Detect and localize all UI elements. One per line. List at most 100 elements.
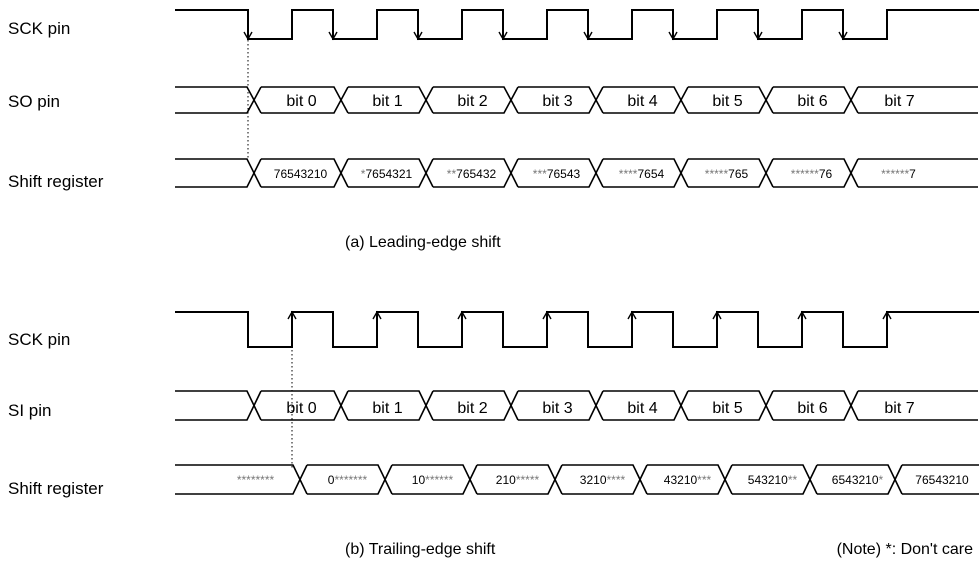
panel-a-so-bit-1: bit 1 (372, 93, 402, 110)
panel-b-si-bit-3: bit 3 (542, 400, 572, 417)
panel-b-si-bus-segment-4-top (603, 390, 689, 421)
panel-a-so-bus-segment-1-top (348, 86, 434, 114)
panel-a-so-bus-segment-1-bottom (348, 86, 434, 114)
panel-b-shift-register-bus-segment-0-bottom (307, 464, 393, 495)
panel-a-so-bus-lead-bottom (175, 86, 262, 114)
panel-a-shift-register-bus-segment-5-bottom (688, 158, 774, 188)
panel-a-falling-edge-arrow-2-head (413, 31, 423, 41)
panel-b-rising-edge-arrow-2-head (457, 310, 467, 320)
panel-b-si-bit-6: bit 6 (797, 400, 827, 417)
panel-a-so-bus-segment-4-bottom (603, 86, 689, 114)
panel-a-register-value-0: 76543210 (274, 167, 328, 181)
panel-a-shift-register-bus-segment-0-top (261, 158, 349, 188)
panel-a-falling-edge-arrow-3-head (498, 31, 508, 41)
panel-a-caption: (a) Leading-edge shift (345, 234, 501, 251)
panel-b-shift-register-bus-segment-5-top (732, 464, 818, 495)
panel-a-falling-edge-arrow-6-head (753, 31, 763, 41)
panel-a-register-value-1: *7654321 (361, 167, 413, 181)
panel-a-register-value-4: ****7654 (619, 167, 665, 181)
panel-a-so-bit-5: bit 5 (712, 93, 742, 110)
panel-b-sck-label: SCK pin (8, 330, 70, 349)
panel-a-falling-edge-arrow-4-head (583, 31, 593, 41)
panel-a-shift-register-bus-lead-top (175, 158, 262, 188)
panel-b-shift-register-bus-segment-3-top (562, 464, 648, 495)
panel-a-so-bus-segment-2-top (433, 86, 519, 114)
panel-a-so-bus-segment-3-top (518, 86, 604, 114)
panel-b-si-bus-segment-0-top (261, 390, 349, 421)
panel-a-shift-register-bus-lead-bottom (175, 158, 262, 188)
panel-b-si-bus-segment-3-top (518, 390, 604, 421)
panel-b-shift-register-bus-segment-2-bottom (477, 464, 563, 495)
panel-b-rising-edge-arrow-3-head (542, 310, 552, 320)
panel-a-so-bit-4: bit 4 (627, 93, 657, 110)
panel-a-shift-register-bus-segment-1-top (348, 158, 434, 188)
panel-b-shift-register-bus-segment-6-top (817, 464, 903, 495)
panel-b-register-value-2: 10****** (412, 473, 454, 487)
panel-a-so-bus-segment-2-bottom (433, 86, 519, 114)
panel-a-shift-register-bus-segment-4-bottom (603, 158, 689, 188)
panel-a-shift-register-bus-segment-6-bottom (773, 158, 859, 188)
panel-b-si-bus-segment-6-top (773, 390, 859, 421)
panel-b-si-bit-7: bit 7 (884, 400, 914, 417)
panel-a-shift-register-bus-segment-3-bottom (518, 158, 604, 188)
panel-a-shift-register-bus-segment-2-top (433, 158, 519, 188)
panel-a-falling-edge-arrow-5-head (668, 31, 678, 41)
panel-b-shift-register-bus-lead-top (175, 464, 308, 495)
panel-b-si-bus-lead-bottom (175, 390, 262, 421)
panel-a-register-value-5: *****765 (705, 167, 749, 181)
panel-a-so-bus-segment-3-bottom (518, 86, 604, 114)
panel-a-shift-register-bus-segment-6-top (773, 158, 859, 188)
panel-b-rising-edge-arrow-4-head (627, 310, 637, 320)
panel-b-register-value-1: 0******* (328, 473, 368, 487)
panel-a-so-bus-segment-0-bottom (261, 86, 349, 114)
panel-a-shift-register-bus-segment-2-bottom (433, 158, 519, 188)
panel-b-shift-register-label: Shift register (8, 479, 104, 498)
panel-a-so-bus-segment-6-top (773, 86, 859, 114)
panel-b-si-bit-0: bit 0 (286, 400, 316, 417)
panel-b-shift-register-bus-segment-4-bottom (647, 464, 733, 495)
panel-a-register-value-2: **765432 (447, 167, 497, 181)
panel-a-falling-edge-arrow-7-head (838, 31, 848, 41)
panel-b-shift-register-bus-segment-5-bottom (732, 464, 818, 495)
panel-b-rising-edge-arrow-1-head (372, 310, 382, 320)
panel-a-so-bit-3: bit 3 (542, 93, 572, 110)
panel-b-shift-register-bus-segment-1-top (392, 464, 478, 495)
panel-a-sck-waveform (175, 9, 979, 40)
panel-b-register-value-7: 6543210* (832, 473, 884, 487)
panel-a-shift-register-bus-segment-3-top (518, 158, 604, 188)
panel-a-shift-register-label: Shift register (8, 172, 104, 191)
panel-b-si-bus-segment-1-top (348, 390, 434, 421)
panel-b-si-bus-lead-top (175, 390, 262, 421)
panel-a-so-bus-segment-5-top (688, 86, 774, 114)
panel-b-caption: (b) Trailing-edge shift (345, 541, 496, 558)
panel-a-so-bus-segment-6-bottom (773, 86, 859, 114)
panel-b-rising-edge-arrow-6-head (797, 310, 807, 320)
dont-care-note: (Note) *: Don't care (837, 541, 974, 558)
panel-b-shift-register-bus-segment-2-top (477, 464, 563, 495)
panel-a-register-value-7: ******7 (881, 167, 916, 181)
panel-b-si-bit-2: bit 2 (457, 400, 487, 417)
panel-b-si-bus-segment-2-top (433, 390, 519, 421)
panel-b-rising-edge-arrow-0-head (287, 310, 297, 320)
panel-a-so-bus-lead-top (175, 86, 262, 114)
panel-a-so-bus-segment-0-top (261, 86, 349, 114)
panel-b-register-value-8: 76543210 (915, 473, 969, 487)
panel-a-so-bit-7: bit 7 (884, 93, 914, 110)
panel-b-si-bus-segment-0-bottom (261, 390, 349, 421)
panel-b-si-bus-segment-5-top (688, 390, 774, 421)
panel-b-shift-register-bus-segment-4-top (647, 464, 733, 495)
panel-b-si-bus-segment-1-bottom (348, 390, 434, 421)
panel-a-so-bit-2: bit 2 (457, 93, 487, 110)
panel-a-falling-edge-arrow-0-head (243, 31, 253, 41)
panel-b-si-bus-segment-2-bottom (433, 390, 519, 421)
panel-b-register-value-3: 210***** (496, 473, 540, 487)
panel-b-si-bus-segment-4-bottom (603, 390, 689, 421)
panel-b-register-value-5: 43210*** (664, 473, 712, 487)
panel-b-register-value-6: 543210** (748, 473, 798, 487)
panel-b-shift-register-bus-segment-1-bottom (392, 464, 478, 495)
panel-b-register-value-0: ******** (237, 473, 275, 487)
panel-a-so-bus-segment-5-bottom (688, 86, 774, 114)
panel-b-rising-edge-arrow-5-head (712, 310, 722, 320)
panel-b-si-bus-segment-3-bottom (518, 390, 604, 421)
